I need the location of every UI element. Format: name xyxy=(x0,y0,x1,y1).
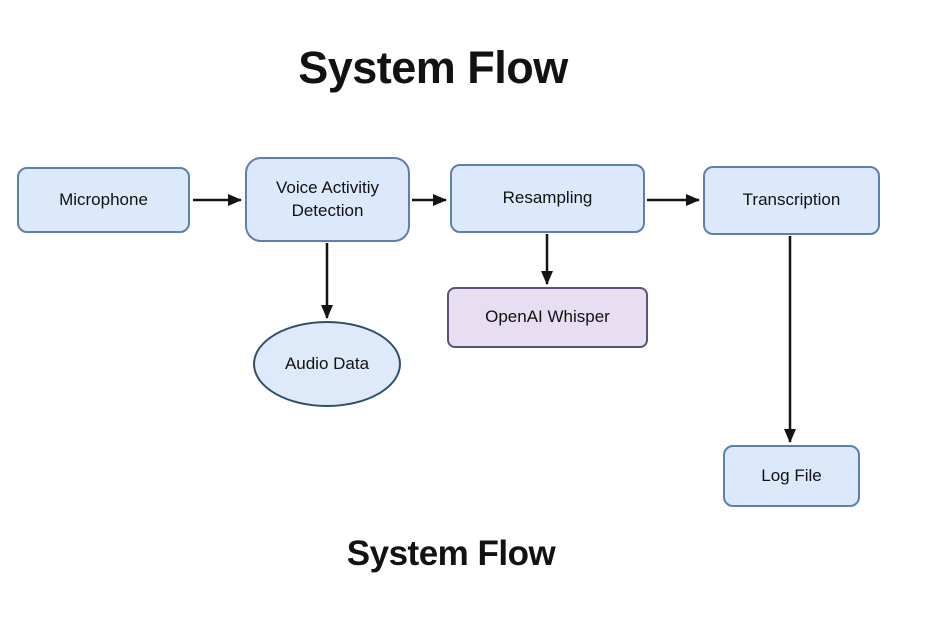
node-resampling-label: Resampling xyxy=(502,188,593,208)
node-log-file: Log File xyxy=(723,445,860,507)
node-openai-whisper: OpenAI Whisper xyxy=(447,287,648,348)
node-microphone: Microphone xyxy=(17,167,190,233)
node-log-file-label: Log File xyxy=(761,465,822,485)
node-resampling: Resampling xyxy=(450,164,645,233)
node-transcription-label: Transcription xyxy=(742,190,841,210)
node-voice-activity-detection: Voice Activitiy Detection xyxy=(245,157,410,242)
diagram-title-top: System Flow xyxy=(298,42,568,93)
node-voice-activity-detection-label: Voice Activitiy Detection xyxy=(276,178,379,220)
node-openai-whisper-label: OpenAI Whisper xyxy=(485,307,610,327)
diagram-title-bottom: System Flow xyxy=(346,534,556,573)
node-microphone-label: Microphone xyxy=(59,189,148,209)
node-audio-data: Audio Data xyxy=(253,321,401,407)
node-transcription: Transcription xyxy=(703,166,880,235)
node-audio-data-label: Audio Data xyxy=(284,353,370,373)
